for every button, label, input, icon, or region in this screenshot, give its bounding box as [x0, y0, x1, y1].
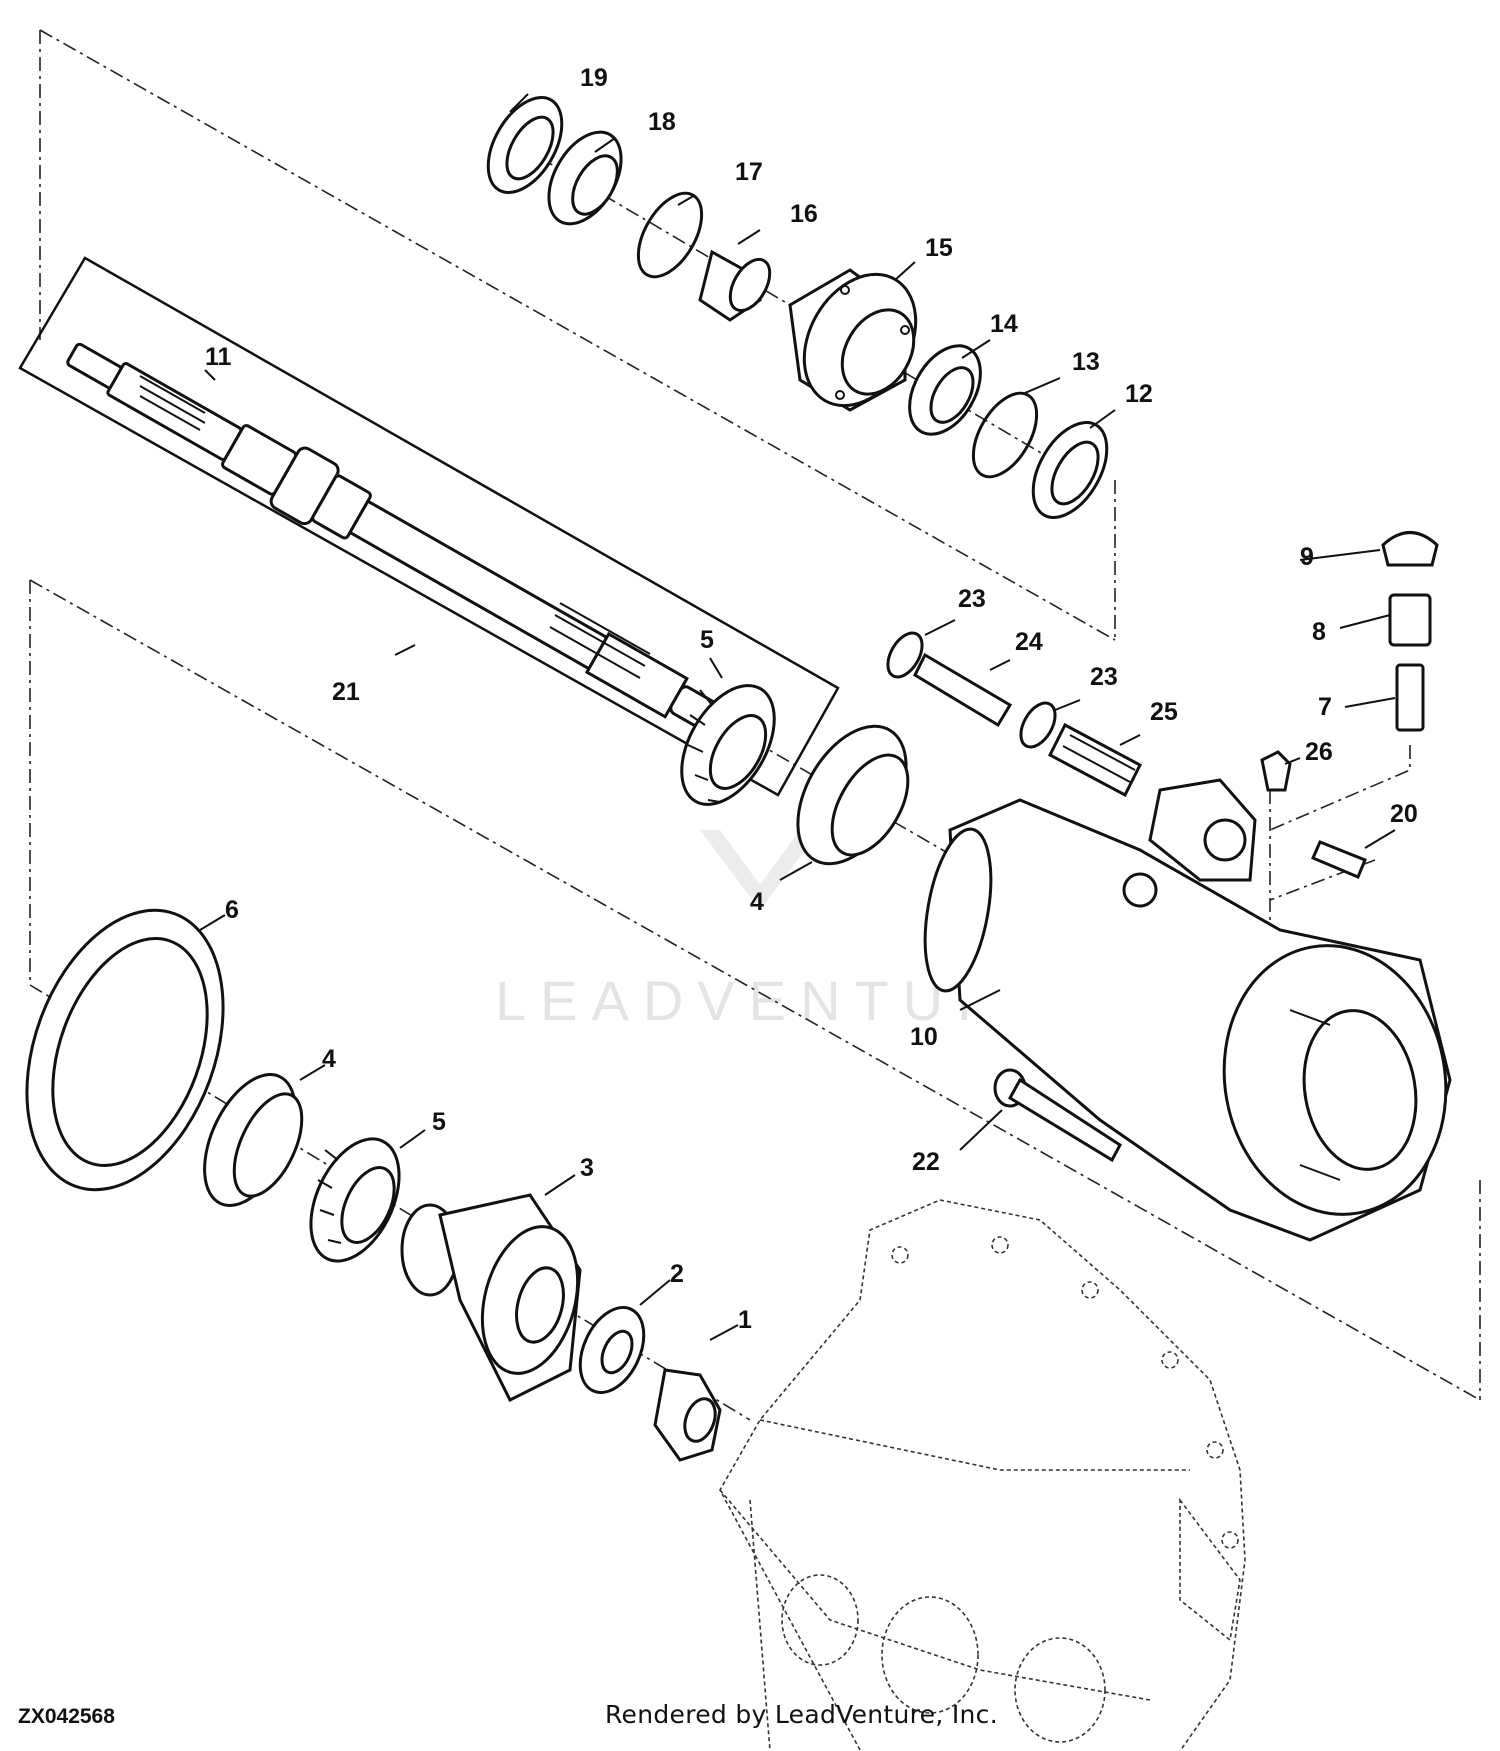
- drawing-id: ZX042568: [18, 1705, 115, 1728]
- pin-25: [1048, 722, 1142, 798]
- callout-26: 26: [1305, 738, 1333, 766]
- callout-18: 18: [648, 108, 676, 136]
- rendered-by-credit: Rendered by LeadVenture, Inc.: [605, 1700, 998, 1729]
- callout-4a: 4: [750, 888, 764, 916]
- pin-24: [913, 652, 1013, 728]
- washer-2: [578, 1306, 646, 1394]
- callout-2: 2: [670, 1260, 684, 1288]
- plug-26: [1260, 750, 1292, 792]
- callout-7: 7: [1318, 693, 1332, 721]
- bearing-cup-upper: [796, 724, 910, 866]
- callout-labels: 19 18 17 16 15 14 13 12 11 23 24 23 25 9…: [205, 64, 1418, 1334]
- snap-ring-23-right: [1019, 701, 1057, 749]
- callout-17: 17: [735, 158, 763, 186]
- callout-6: 6: [225, 896, 239, 924]
- nut-1: [653, 1368, 722, 1462]
- callout-25: 25: [1150, 698, 1178, 726]
- dowel-20: [1311, 840, 1367, 879]
- callout-5b: 5: [432, 1108, 446, 1136]
- callout-5a: 5: [700, 626, 714, 654]
- callout-23a: 23: [958, 585, 986, 613]
- roller-bearing-lower: [309, 1137, 401, 1263]
- shaft-assembly-frame: [18, 256, 840, 797]
- callout-9: 9: [1300, 543, 1314, 571]
- callout-1: 1: [738, 1306, 752, 1334]
- bearing-cup-lower: [203, 1073, 304, 1207]
- callout-8: 8: [1312, 618, 1326, 646]
- callout-3: 3: [580, 1154, 594, 1182]
- snap-ring-17: [636, 191, 704, 279]
- callout-13: 13: [1072, 348, 1100, 376]
- callout-16: 16: [790, 200, 818, 228]
- callout-15: 15: [925, 234, 953, 262]
- snap-ring-13: [971, 391, 1039, 479]
- shaft-spline-marks: [139, 375, 651, 679]
- axle-shaft: [66, 342, 731, 738]
- leader-lines: [199, 93, 1396, 1341]
- callout-4b: 4: [322, 1045, 336, 1073]
- transmission-case-ghost: [719, 1199, 1246, 1751]
- bearing-18: [547, 130, 623, 226]
- snap-ring-23-left: [886, 631, 924, 679]
- callout-12: 12: [1125, 380, 1153, 408]
- sleeve-8: [1388, 593, 1432, 647]
- callout-24: 24: [1015, 628, 1043, 656]
- seal-19: [486, 96, 564, 194]
- roller-bearing-upper: [680, 684, 776, 806]
- callout-11: 11: [205, 343, 232, 371]
- callout-21: 22: [912, 1148, 940, 1176]
- fitting-7: [1395, 663, 1425, 732]
- bolt-21: [993, 1068, 1122, 1163]
- callout-22: 21: [332, 678, 360, 706]
- spacer-16: [698, 249, 772, 322]
- breather-cap-9: [1381, 531, 1439, 567]
- watermark: LEADVENTURE: [495, 830, 1049, 1032]
- hub-flange-15: [788, 268, 918, 412]
- gasket-6: [25, 908, 225, 1192]
- callout-19: 19: [580, 64, 608, 92]
- callout-23b: 23: [1090, 663, 1118, 691]
- bearing-14: [908, 344, 982, 436]
- seal-12: [1031, 421, 1109, 519]
- callout-20: 20: [1390, 800, 1418, 828]
- callout-14: 14: [990, 310, 1018, 338]
- axle-housing-10: [923, 778, 1452, 1242]
- bevel-gear-3: [400, 1193, 582, 1403]
- callout-10: 10: [910, 1023, 938, 1051]
